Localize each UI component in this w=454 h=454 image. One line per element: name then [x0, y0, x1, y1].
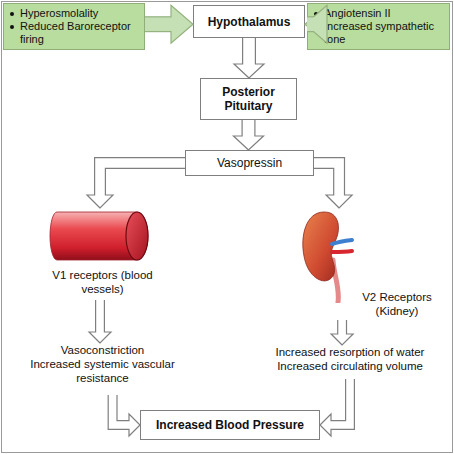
arrow-shaft-fill [307, 17, 325, 31]
text-group: V1 receptors (blood vessels) [45, 268, 160, 296]
arrow-shaft-outline [113, 395, 129, 425]
arrow-shaft-fill [338, 320, 346, 336]
arrow-shaft-fill [113, 395, 131, 425]
process-box: Hypothalamus [193, 5, 305, 38]
flow-arrow [89, 300, 111, 343]
bullet-row: Hyperosmolality [10, 7, 138, 20]
arrow-head [326, 195, 352, 208]
arrow-head [171, 5, 193, 43]
node-text: Angiotensin II [324, 7, 391, 20]
effect-text-node: VasoconstrictionIncreased systemic vascu… [30, 343, 175, 395]
arrow-head [234, 136, 264, 150]
process-box: Posterior Pituitary [200, 78, 297, 120]
arrow-shaft-fill [145, 17, 173, 31]
flow-arrow [234, 120, 264, 150]
block-arrow [145, 5, 193, 43]
blood-vessel-illustration [45, 208, 160, 264]
arrow-head [89, 332, 111, 343]
bullet-row: Angiotensin II [314, 7, 443, 20]
input-box: HyperosmolalityReduced Baroreceptor firi… [3, 3, 145, 50]
arrow-shaft-fill [243, 120, 255, 138]
arrow-shaft-outline [314, 163, 339, 195]
kidney-body [303, 212, 339, 281]
outcome-box: Increased Blood Pressure [140, 410, 320, 440]
bullet-dot [314, 12, 318, 16]
hormone-box: Vasopressin [185, 150, 314, 176]
effect-text-node: Increased resorption of waterIncreased c… [255, 345, 445, 379]
node-text: Hyperosmolality [20, 7, 98, 20]
node-text: V1 receptors (blood vessels) [45, 268, 160, 296]
bullet-row: Reduced Baroreceptor firing [10, 20, 138, 46]
arrow-shaft-fill [329, 379, 350, 425]
arrow-head [331, 334, 353, 345]
arrow-head [129, 414, 140, 436]
flow-arrow [320, 379, 350, 436]
arrow-shaft-outline [242, 120, 256, 136]
flow-arrow [113, 395, 140, 436]
block-arrow [305, 5, 327, 43]
flow-arrow [234, 38, 264, 78]
node-text: Posterior Pituitary [205, 85, 292, 113]
arrow-head [87, 195, 113, 208]
node-text: Increased Blood Pressure [156, 418, 304, 432]
vessel-body [50, 212, 148, 260]
node-text: Vasopressin [217, 156, 282, 170]
arrow-head [234, 64, 264, 78]
bullet-dot [10, 25, 14, 29]
arrow-shaft-fill [314, 163, 339, 197]
node-text: Vasoconstriction [30, 343, 175, 357]
kidney-illustration [300, 208, 356, 303]
node-text: Increased systemic vascular resistance [30, 357, 175, 385]
node-text: Reduced Baroreceptor firing [20, 20, 138, 46]
node-text: V2 Receptors (Kidney) [352, 290, 442, 318]
arrow-shaft-outline [95, 300, 105, 332]
bullet-dot [10, 12, 14, 16]
flow-arrow [314, 163, 352, 208]
flow-arrow [331, 320, 353, 345]
bullet-row: Increased sympathetic tone [314, 20, 443, 46]
vessel-opening [126, 212, 148, 260]
arrow-shaft-outline [307, 16, 327, 32]
receptor-node: V2 Receptors (Kidney) [300, 208, 445, 320]
arrow-shaft-fill [96, 300, 104, 334]
node-text: Hypothalamus [208, 15, 291, 29]
arrow-shaft-outline [145, 16, 171, 32]
arrow-head [305, 5, 327, 43]
arrow-shaft-outline [242, 38, 256, 64]
arrow-shaft-outline [337, 320, 347, 334]
node-text: Increased circulating volume [255, 359, 445, 373]
node-text: Increased sympathetic tone [324, 20, 443, 46]
arrow-head [320, 414, 331, 436]
arrow-shaft-fill [243, 38, 255, 66]
arrow-shaft-fill [100, 163, 185, 197]
arrow-shaft-outline [100, 163, 185, 195]
bullet-dot [314, 25, 318, 29]
text-group: V2 Receptors (Kidney) [352, 290, 442, 318]
input-box: Angiotensin IIIncreased sympathetic tone [307, 3, 450, 50]
flow-arrow [87, 163, 185, 208]
receptor-node: V1 receptors (blood vessels) [45, 208, 160, 300]
renal-artery [332, 251, 352, 252]
node-text: Increased resorption of water [255, 345, 445, 359]
arrow-shaft-outline [331, 379, 350, 425]
renal-vein [332, 240, 352, 244]
